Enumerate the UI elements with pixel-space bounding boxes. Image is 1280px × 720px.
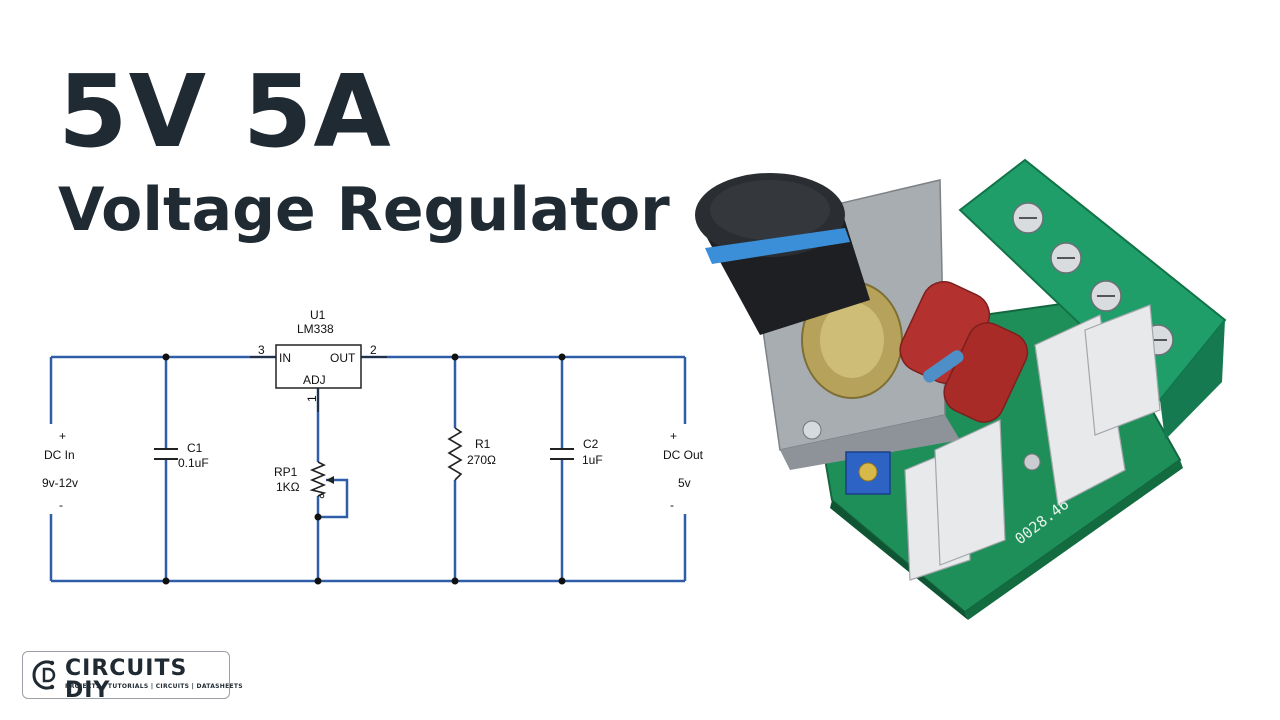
junction <box>451 353 459 361</box>
logo-wordmark: CIRCUITS DIY <box>65 656 188 703</box>
u1-in-label: IN <box>279 351 291 365</box>
heatsink <box>904 304 1161 581</box>
bracket-screw-icon <box>802 420 822 440</box>
rp1-potentiometer <box>309 461 327 497</box>
knob-cap <box>710 180 830 240</box>
logo-mark-icon <box>32 660 56 690</box>
u1-part: LM338 <box>297 322 334 336</box>
knob-icon <box>695 173 870 335</box>
potentiometer-inner <box>820 302 884 378</box>
input-plus: + <box>59 429 66 443</box>
c2-value: 1uF <box>582 453 603 467</box>
junction <box>162 577 170 585</box>
heatsink-fin <box>1084 304 1161 436</box>
output-label: DC Out <box>663 448 704 462</box>
circuits-diy-logo: CIRCUITS DIY PROJECTS | TUTORIALS | CIRC… <box>22 651 243 703</box>
regulator-board: 0028.46 <box>695 158 1227 620</box>
junction <box>558 353 566 361</box>
knob-accent-ring <box>705 228 850 264</box>
r1-ref: R1 <box>475 437 491 451</box>
heatsink-screw-icon <box>1023 453 1041 471</box>
c1-ref: C1 <box>187 441 203 455</box>
input-range: 9v-12v <box>42 476 78 490</box>
output-minus: - <box>670 498 674 512</box>
metal-bracket-fold <box>780 415 960 470</box>
schematic <box>49 355 687 583</box>
pcb-edge <box>965 460 1183 620</box>
r1-resistor <box>447 427 463 481</box>
u1-adj-label: ADJ <box>303 373 326 387</box>
junction <box>162 353 170 361</box>
u1-pin-adj: 1 <box>305 395 319 402</box>
rp1-ref: RP1 <box>274 465 298 479</box>
rp1-wiper-dot <box>319 493 325 499</box>
junction <box>314 513 322 521</box>
c2-ref: C2 <box>583 437 599 451</box>
r1-value: 270Ω <box>467 453 496 467</box>
u1-pin-in: 3 <box>258 343 265 357</box>
rp1-wiper-loop <box>318 478 349 519</box>
junction <box>314 577 322 585</box>
junctions <box>162 353 566 585</box>
logo-tagline: PROJECTS | TUTORIALS | CIRCUITS | DATASH… <box>65 683 243 690</box>
resistor <box>923 350 964 383</box>
u1-out-label: OUT <box>330 351 356 365</box>
c1-value: 0.1uF <box>178 456 209 470</box>
input-label: DC In <box>44 448 75 462</box>
rp1-wiper-arrow <box>326 476 334 484</box>
output-value: 5v <box>678 476 691 490</box>
heatsink-fin <box>934 419 1006 566</box>
u1-pin-out: 2 <box>370 343 377 357</box>
rp1-value: 1KΩ <box>276 480 300 494</box>
output-plus: + <box>670 429 677 443</box>
title-line-2: Voltage Regulator <box>58 175 670 245</box>
u1-ref: U1 <box>310 308 326 322</box>
terminal-block-side <box>1160 320 1225 440</box>
screw-slots <box>1019 217 1167 341</box>
title-line-1: 5V 5A <box>58 53 392 170</box>
junction <box>558 577 566 585</box>
pcb-edge <box>830 500 968 620</box>
junction <box>451 577 459 585</box>
input-minus: - <box>59 498 63 512</box>
trim-pot-screw-icon <box>858 462 878 482</box>
